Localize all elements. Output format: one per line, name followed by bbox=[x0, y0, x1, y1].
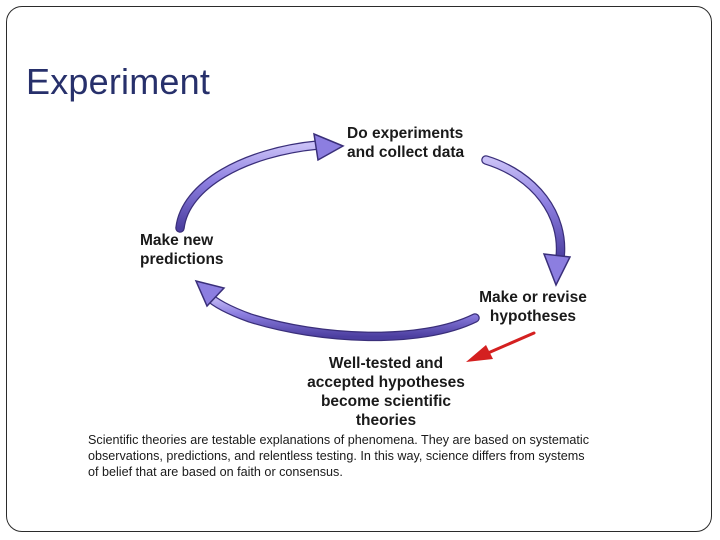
node-do-experiments-line-1: Do experiments bbox=[347, 125, 464, 142]
cycle-arrow-predictions-to-experiments bbox=[175, 132, 345, 233]
node-do-experiments-line-2: and collect data bbox=[347, 144, 465, 161]
node-scientific-theories: Well-tested and accepted hypotheses beco… bbox=[295, 354, 477, 430]
node-make-or-revise-hypotheses: Make or revise hypotheses bbox=[470, 288, 596, 326]
node-theories-line-1: Well-tested and bbox=[328, 355, 444, 372]
node-theories-line-3: become scientific bbox=[320, 393, 452, 410]
cycle-arrow-experiments-to-hypotheses bbox=[481, 155, 572, 287]
node-theories-line-4: theories bbox=[355, 412, 417, 429]
node-predictions-line-1: Make new bbox=[140, 232, 214, 249]
slide-frame bbox=[6, 6, 712, 532]
slide-title: Experiment bbox=[26, 61, 211, 102]
node-predictions-line-2: predictions bbox=[140, 251, 224, 268]
caption-line-3: of belief that are based on faith or con… bbox=[88, 465, 343, 479]
node-make-new-predictions: Make new predictions bbox=[140, 231, 224, 269]
node-hypotheses-line-1: Make or revise bbox=[479, 289, 587, 306]
caption-line-1: Scientific theories are testable explana… bbox=[88, 433, 590, 447]
node-hypotheses-line-2: hypotheses bbox=[489, 308, 577, 325]
caption-line-2: observations, predictions, and relentles… bbox=[88, 449, 585, 463]
node-do-experiments: Do experiments and collect data bbox=[347, 124, 464, 162]
cycle-arrow-hypotheses-to-predictions bbox=[194, 279, 480, 342]
exit-arrow-to-theories bbox=[466, 331, 536, 362]
diagram-caption: Scientific theories are testable explana… bbox=[88, 432, 658, 480]
node-theories-line-2: accepted hypotheses bbox=[307, 374, 465, 391]
